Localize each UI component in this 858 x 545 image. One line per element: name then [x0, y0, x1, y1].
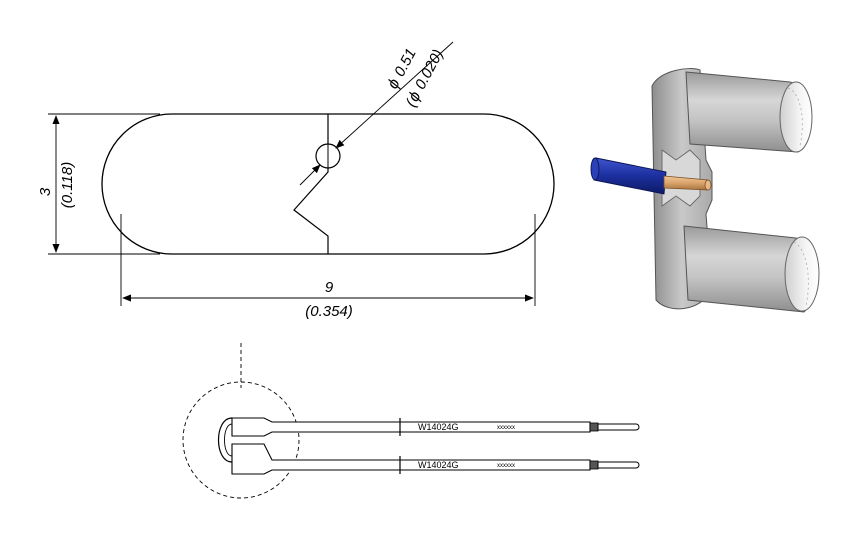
- part-number-upper: W14024G: [418, 422, 459, 432]
- serial-mark-lower: xxxxxx: [497, 463, 515, 469]
- width-dimension: 9 (0.354): [120, 214, 536, 320]
- height-mm-label: 3: [37, 187, 54, 196]
- tip-top-view: [101, 113, 555, 255]
- upper-arm: W14024G xxxxxx: [231, 417, 640, 437]
- lower-cylinder: [683, 225, 820, 313]
- width-mm-label: 9: [325, 279, 334, 296]
- tip-side-view: W14024G xxxxxx W14024G xxxxxx: [182, 343, 640, 499]
- lower-arm: W14024G xxxxxx: [231, 443, 640, 475]
- detail-circle: [182, 381, 300, 499]
- hole-mm-label: 0.51: [391, 46, 420, 80]
- serial-mark-upper: xxxxxx: [497, 425, 515, 431]
- upper-cylinder: [685, 71, 813, 153]
- tip-joint: [218, 417, 233, 463]
- tip-3d-view: [590, 68, 820, 313]
- tip-face-outline: [101, 113, 555, 255]
- part-number-lower: W14024G: [418, 460, 459, 470]
- height-dimension: 3 (0.118): [37, 113, 160, 255]
- width-in-label: (0.354): [305, 303, 353, 320]
- height-in-label: (0.118): [59, 162, 76, 208]
- wire: [590, 157, 712, 195]
